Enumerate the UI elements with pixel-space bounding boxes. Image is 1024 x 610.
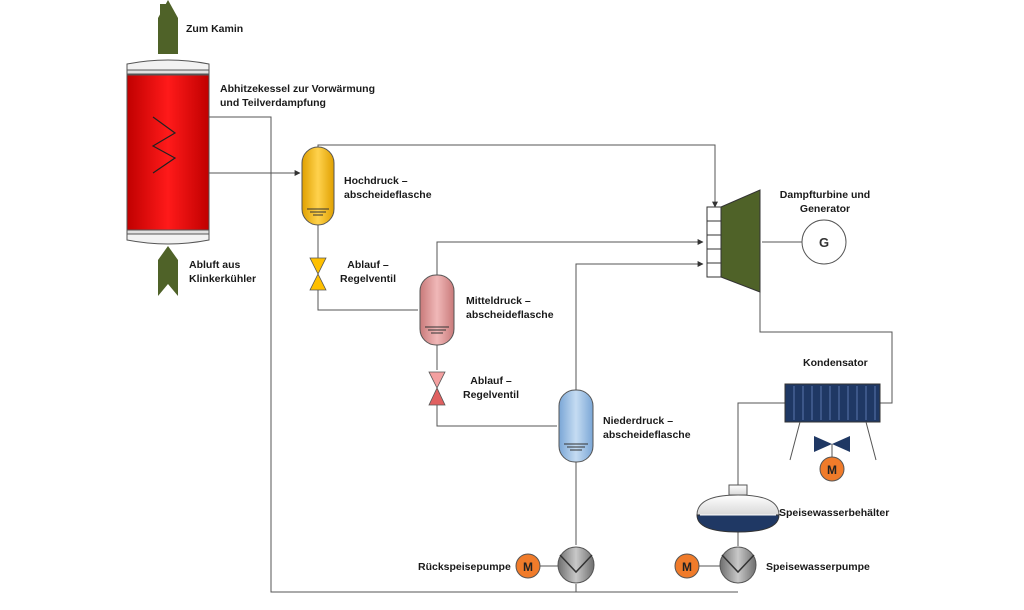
steam-turbine — [720, 189, 761, 293]
motor-symbol-return: M — [523, 560, 533, 574]
label-hp-drum: Hochdruck – abscheideflasche — [344, 175, 432, 201]
label-feed-pump: Speisewasserpumpe — [766, 561, 870, 573]
exhaust-arrow — [158, 246, 178, 296]
mp-separator-drum — [419, 274, 455, 346]
drain-valve-2 — [428, 371, 446, 406]
condenser — [784, 383, 881, 461]
return-pump — [557, 546, 595, 584]
pipes — [153, 116, 893, 593]
label-mp-drum: Mitteldruck – abscheideflasche — [466, 295, 554, 321]
label-valve-2: Ablauf – Regelventil — [462, 375, 520, 401]
label-lp-drum: Niederdruck – abscheideflasche — [603, 415, 691, 441]
generator — [801, 219, 847, 265]
label-condenser: Kondensator — [803, 357, 868, 369]
motor-symbol-condenser: M — [827, 463, 837, 477]
lp-separator-drum — [558, 389, 594, 463]
motor-symbol-feed: M — [682, 560, 692, 574]
feedwater-pump — [719, 546, 757, 584]
label-return-pump: Rückspeisepumpe — [418, 561, 511, 573]
label-turbine: Dampfturbine und Generator — [779, 189, 871, 215]
turbine-inlets — [706, 206, 722, 278]
hp-separator-drum — [301, 146, 335, 226]
label-chimney: Zum Kamin — [186, 23, 244, 35]
label-valve-1: Ablauf – Regelventil — [339, 259, 397, 285]
label-exhaust: Abluft aus Klinkerkühler — [189, 259, 257, 285]
drain-valve-1 — [309, 257, 327, 291]
label-feedwater-tank: Speisewasserbehälter — [779, 507, 890, 519]
chimney-arrow — [158, 0, 178, 54]
generator-symbol: G — [819, 235, 829, 250]
feedwater-tank — [696, 484, 780, 533]
label-boiler: Abhitzekessel zur Vorwärmung und Teilver… — [220, 83, 376, 109]
waste-heat-boiler — [126, 59, 210, 245]
condenser-motor — [819, 456, 845, 482]
